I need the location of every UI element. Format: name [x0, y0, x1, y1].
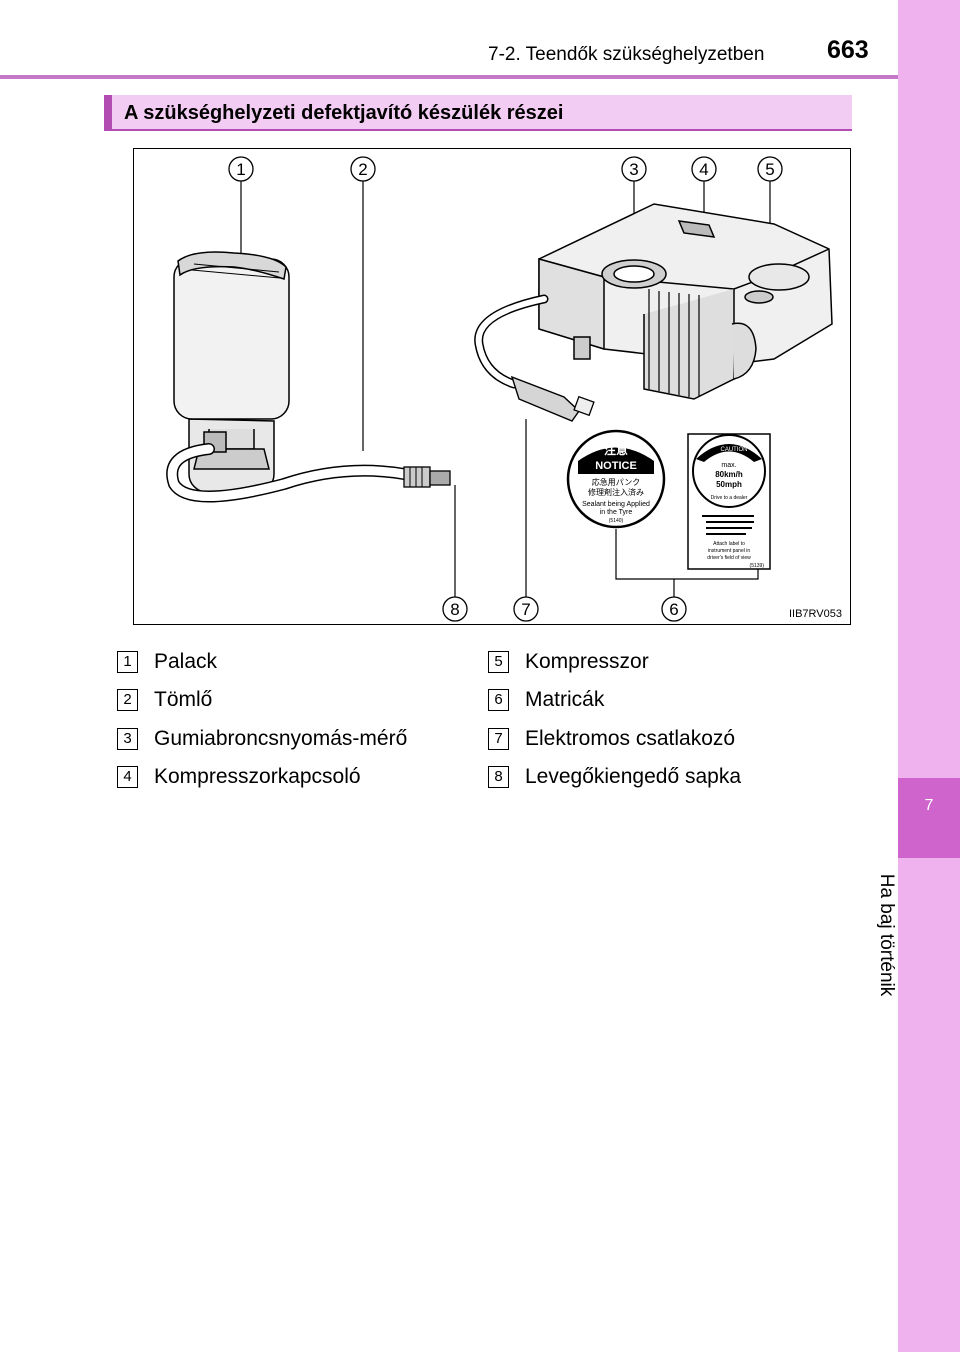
notice-en-2: in the Tyre: [600, 509, 633, 516]
illustration-svg: 1 2 3 4 5 8 7 6: [166, 156, 833, 622]
power-cord: [474, 294, 595, 422]
running-header: 7-2. Teendők szükséghelyzetben: [488, 44, 765, 65]
caution-jp-text-lines: [702, 515, 754, 535]
callout-7: 7: [513, 596, 539, 622]
legend-label: Gumiabroncsnyomás-mérő: [154, 727, 408, 750]
caution-attach-1: Attach label to: [713, 541, 745, 547]
callout-8: 8: [442, 596, 468, 622]
compressor: [538, 203, 833, 400]
callout-3-label: 3: [629, 160, 638, 179]
callout-1-label: 1: [236, 160, 245, 179]
caution-max: max.: [721, 462, 736, 469]
callout-2-label: 2: [358, 160, 367, 179]
callout-7-label: 7: [521, 600, 530, 619]
section-heading-bar: [104, 95, 852, 131]
notice-sticker: 注意 NOTICE 応急用パンク 修理剤注入済み Sealant being A…: [566, 429, 666, 529]
legend-label: Levegőkiengedő sapka: [525, 765, 742, 788]
callout-2: 2: [350, 156, 376, 182]
callout-6-label: 6: [669, 600, 678, 619]
legend-number: 6: [488, 689, 509, 711]
legend-number: 2: [117, 689, 138, 711]
notice-en-1: Sealant being Applied: [582, 501, 650, 508]
callout-6: 6: [661, 596, 687, 622]
callout-4: 4: [691, 156, 717, 182]
callout-3: 3: [621, 156, 647, 182]
caution-code: (5139): [750, 563, 765, 569]
legend-number: 4: [117, 766, 138, 788]
legend-number: 1: [117, 651, 138, 673]
legend-label: Kompresszorkapcsoló: [154, 765, 361, 788]
chapter-number-box: [898, 778, 960, 858]
legend-label: Kompresszor: [525, 650, 649, 673]
legend-label: Elektromos csatlakozó: [525, 727, 736, 750]
caution-sticker: CAUTION max. 80km/h 50mph Drive to a dea…: [687, 433, 771, 570]
chapter-side-tab: [898, 0, 960, 1352]
section-title: A szükséghelyzeti defektjavító készülék …: [124, 102, 564, 124]
callout-4-label: 4: [699, 160, 708, 179]
caution-title: CAUTION: [721, 447, 748, 453]
notice-code: (5140): [609, 518, 624, 524]
caution-attach-2: instrument panel in: [708, 548, 750, 554]
caution-speed: 80km/h: [715, 470, 743, 479]
notice-head: 注意: [604, 442, 628, 457]
notice-title: NOTICE: [595, 460, 637, 472]
header-divider: [0, 75, 898, 79]
legend-number: 8: [488, 766, 509, 788]
hose: [166, 443, 451, 503]
sealant-bottle: [173, 251, 290, 495]
page-number: 663: [827, 36, 869, 64]
chapter-number: 7: [924, 797, 934, 814]
figure-code: IIB7RV053: [788, 608, 842, 620]
legend-number: 3: [117, 728, 138, 750]
legend-number: 7: [488, 728, 509, 750]
section-accent: [104, 95, 112, 131]
callout-1: 1: [228, 156, 254, 182]
callout-5: 5: [757, 156, 783, 182]
legend-label: Palack: [154, 650, 218, 673]
section-underline: [104, 129, 852, 131]
callout-markers: 1 2 3 4 5 8 7 6: [228, 156, 783, 622]
legend-label: Tömlő: [154, 688, 213, 711]
notice-jp-2: 修理剤注入済み: [588, 487, 644, 497]
caution-attach-3: driver's field of view: [707, 555, 751, 561]
repair-kit-illustration: 1 2 3 4 5 8 7 6: [133, 148, 851, 625]
caution-mph: 50mph: [716, 480, 742, 489]
legend-number: 5: [488, 651, 509, 673]
callout-5-label: 5: [765, 160, 774, 179]
chapter-title: Ha baj történik: [876, 873, 897, 997]
legend-label: Matricák: [525, 688, 605, 711]
callout-8-label: 8: [450, 600, 459, 619]
notice-jp-1: 応急用パンク: [592, 477, 640, 487]
caution-dealer: Drive to a dealer: [711, 495, 748, 501]
